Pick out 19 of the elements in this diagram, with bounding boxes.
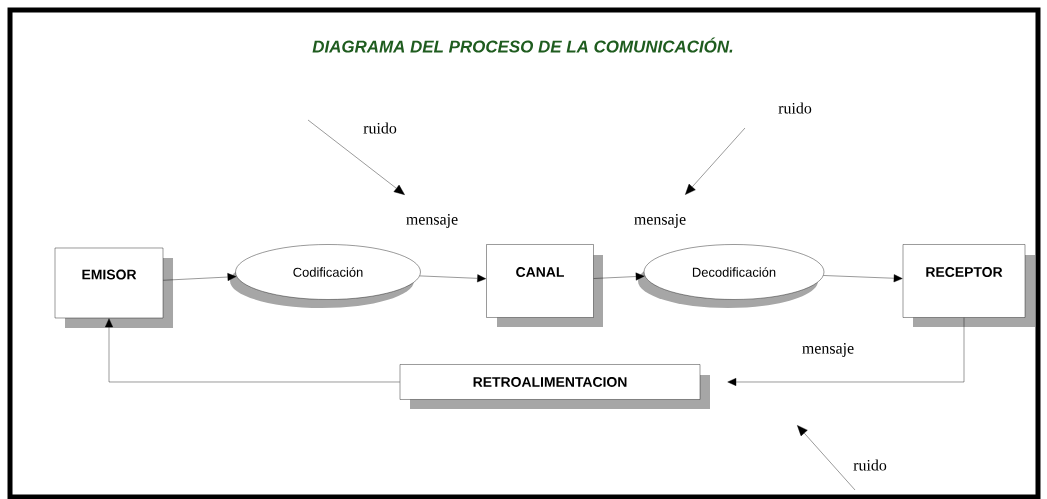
ellipse-node: Codificación: [230, 244, 421, 308]
process-box: RECEPTOR: [902, 244, 1035, 327]
arrow: [105, 318, 400, 383]
label: mensaje: [406, 214, 458, 228]
arrow: [419, 274, 486, 283]
label: mensaje: [802, 343, 854, 357]
arrow: [593, 272, 645, 281]
arrow: [823, 274, 903, 283]
label: mensaje: [634, 214, 686, 228]
process-box: CANAL: [486, 244, 603, 327]
process-box: EMISOR: [54, 247, 173, 328]
label: ruido: [778, 102, 812, 114]
label: ruido: [853, 459, 887, 471]
process-box: RETROALIMENTACION: [399, 364, 710, 409]
arrow: [727, 317, 965, 386]
title: DIAGRAMA DEL PROCESO DE LA COMUNICACIÓN.: [312, 37, 733, 53]
ellipse-node: Decodificación: [638, 244, 825, 308]
arrow: [163, 273, 237, 281]
label: ruido: [363, 122, 397, 134]
